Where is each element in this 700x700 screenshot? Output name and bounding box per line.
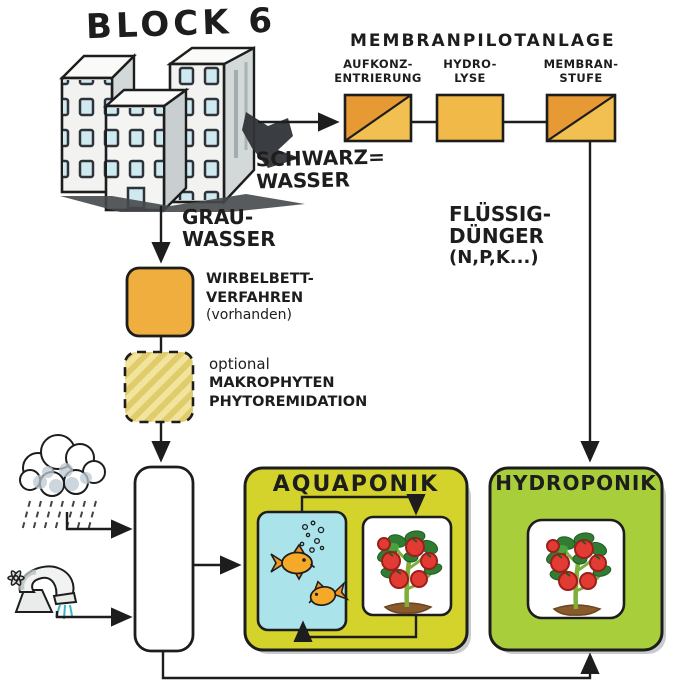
fluessigduenger-line1: FLÜSSIG- <box>449 202 552 226</box>
stage-label-line: ENTRIERUNG <box>334 71 422 86</box>
wirbelbett-line2: VERFAHREN <box>206 289 304 306</box>
stage-label-membranstufe: MEMBRAN- STUFE <box>525 57 637 86</box>
stage-label-line: AUFKONZ- <box>343 57 413 71</box>
stage-box-hydrolyse <box>435 93 505 143</box>
grauwasser-label: GRAU- WASSER <box>182 206 276 251</box>
tapwater-arrow <box>55 607 133 627</box>
mixing-tank-box <box>133 465 195 653</box>
stage-label-line: LYSE <box>454 71 486 86</box>
makrophyten-label: optional MAKROPHYTEN PHYTOREMIDATION <box>209 355 367 411</box>
stage-box-aufkonzentrierung <box>343 93 413 143</box>
fish-to-plant-arrow <box>300 494 426 516</box>
fluessigduenger-label: FLÜSSIG- DÜNGER (N,P,K...) <box>449 203 551 268</box>
building-side-shadow <box>242 112 300 168</box>
stage-label-line: STUFE <box>559 71 603 86</box>
schwarzwasser-label: SCHWARZ= WASSER <box>255 144 386 194</box>
wirbelbett-line3: (vorhanden) <box>206 307 292 324</box>
stage-box-membranstufe <box>545 93 617 143</box>
wirbelbett-box <box>125 266 195 338</box>
makrophyten-line1: optional <box>209 355 270 373</box>
bubbles <box>299 520 325 553</box>
rain-drops <box>21 500 97 532</box>
grauwasser-line1: GRAU- <box>182 205 254 229</box>
wirbelbett-line1: WIRBELBETT- <box>206 271 314 287</box>
fish-icon <box>270 520 350 607</box>
water-tap-icon <box>7 565 78 620</box>
rainwater-arrow <box>65 512 133 539</box>
stage-label-aufkonzentrierung: AUFKONZ- ENTRIERUNG <box>322 57 434 86</box>
rain-cloud-icon <box>19 434 106 532</box>
tank-to-hydroponik-arrow <box>161 651 600 680</box>
stage-label-line: HYDRO- <box>443 57 497 71</box>
membranpilotanlage-title: MEMBRANPILOTANLAGE <box>350 31 616 51</box>
makrophyten-line3: PHYTOREMIDATION <box>209 393 368 410</box>
stage-label-line: MEMBRAN- <box>543 57 619 71</box>
block6-title: BLOCK 6 <box>85 0 277 48</box>
schwarzwasser-line1: SCHWARZ= <box>255 144 386 172</box>
hydroponik-label: HYDROPONIK <box>495 471 657 495</box>
wirbelbett-label: WIRBELBETT- VERFAHREN (vorhanden) <box>206 270 314 325</box>
building-ground-shadow <box>60 194 305 212</box>
fluessigduenger-line3: (N,P,K...) <box>449 246 539 268</box>
makrophyten-line2: MAKROPHYTEN <box>209 375 335 392</box>
aquaponik-label: AQUAPONIK <box>272 472 440 497</box>
fluessigduenger-line2: DÜNGER <box>449 224 545 249</box>
schwarzwasser-line2: WASSER <box>255 167 351 194</box>
grauwasser-line2: WASSER <box>182 227 276 252</box>
apartment-buildings-icon <box>59 46 305 213</box>
makrophyten-box <box>123 350 195 424</box>
stage-label-hydrolyse: HYDRO- LYSE <box>414 57 526 86</box>
plant-to-fish-arrow <box>293 616 418 642</box>
